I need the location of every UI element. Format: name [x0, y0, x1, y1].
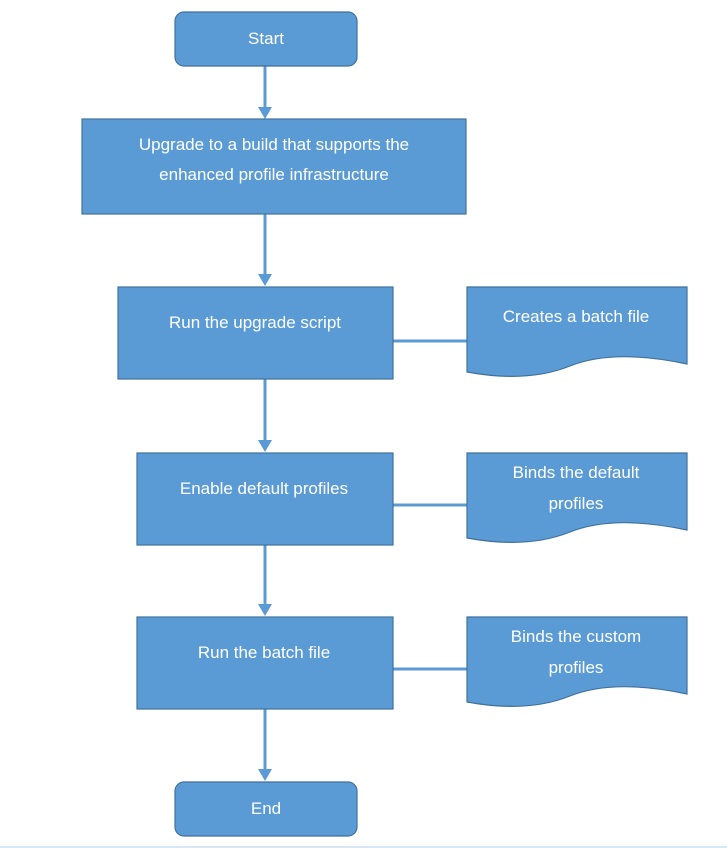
step-run-batch-file-label: Run the batch file: [198, 643, 330, 662]
step-run-upgrade-script: Run the upgrade script: [117, 286, 394, 380]
note-connectors: [393, 339, 467, 671]
arrowhead-enable: [258, 440, 272, 452]
step-upgrade-build-line-1: Upgrade to a build that supports the: [139, 135, 409, 154]
step-upgrade-build: Upgrade to a build that supports the enh…: [81, 118, 467, 215]
note-creates-batch-file: Creates a batch file: [466, 286, 688, 377]
note-binds-custom-profiles-line-2: profiles: [549, 658, 604, 677]
note-creates-batch-file-label: Creates a batch file: [503, 307, 649, 326]
arrowhead-upgrade: [258, 107, 272, 119]
bottom-divider: [0, 846, 727, 848]
note-binds-default-profiles-line-1: Binds the default: [513, 463, 640, 482]
note-binds-default-profiles-line-2: profiles: [549, 494, 604, 513]
step-upgrade-build-line-2: enhanced profile infrastructure: [159, 165, 389, 184]
note-binds-custom-profiles: Binds the custom profiles: [466, 616, 688, 707]
note-binds-custom-profiles-line-1: Binds the custom: [511, 627, 641, 646]
arrowhead-end: [258, 769, 272, 781]
end-label: End: [251, 799, 281, 818]
note-binds-default-profiles: Binds the default profiles: [466, 452, 688, 543]
start-label: Start: [248, 29, 284, 48]
end-node: End: [174, 781, 358, 837]
arrowhead-batch: [258, 604, 272, 616]
connectors: [258, 66, 272, 781]
step-enable-default-profiles-label: Enable default profiles: [180, 479, 348, 498]
arrowhead-script: [258, 274, 272, 286]
step-run-upgrade-script-label: Run the upgrade script: [169, 313, 341, 332]
step-enable-default-profiles: Enable default profiles: [136, 452, 394, 546]
start-node: Start: [174, 11, 358, 67]
step-run-batch-file: Run the batch file: [136, 616, 394, 710]
